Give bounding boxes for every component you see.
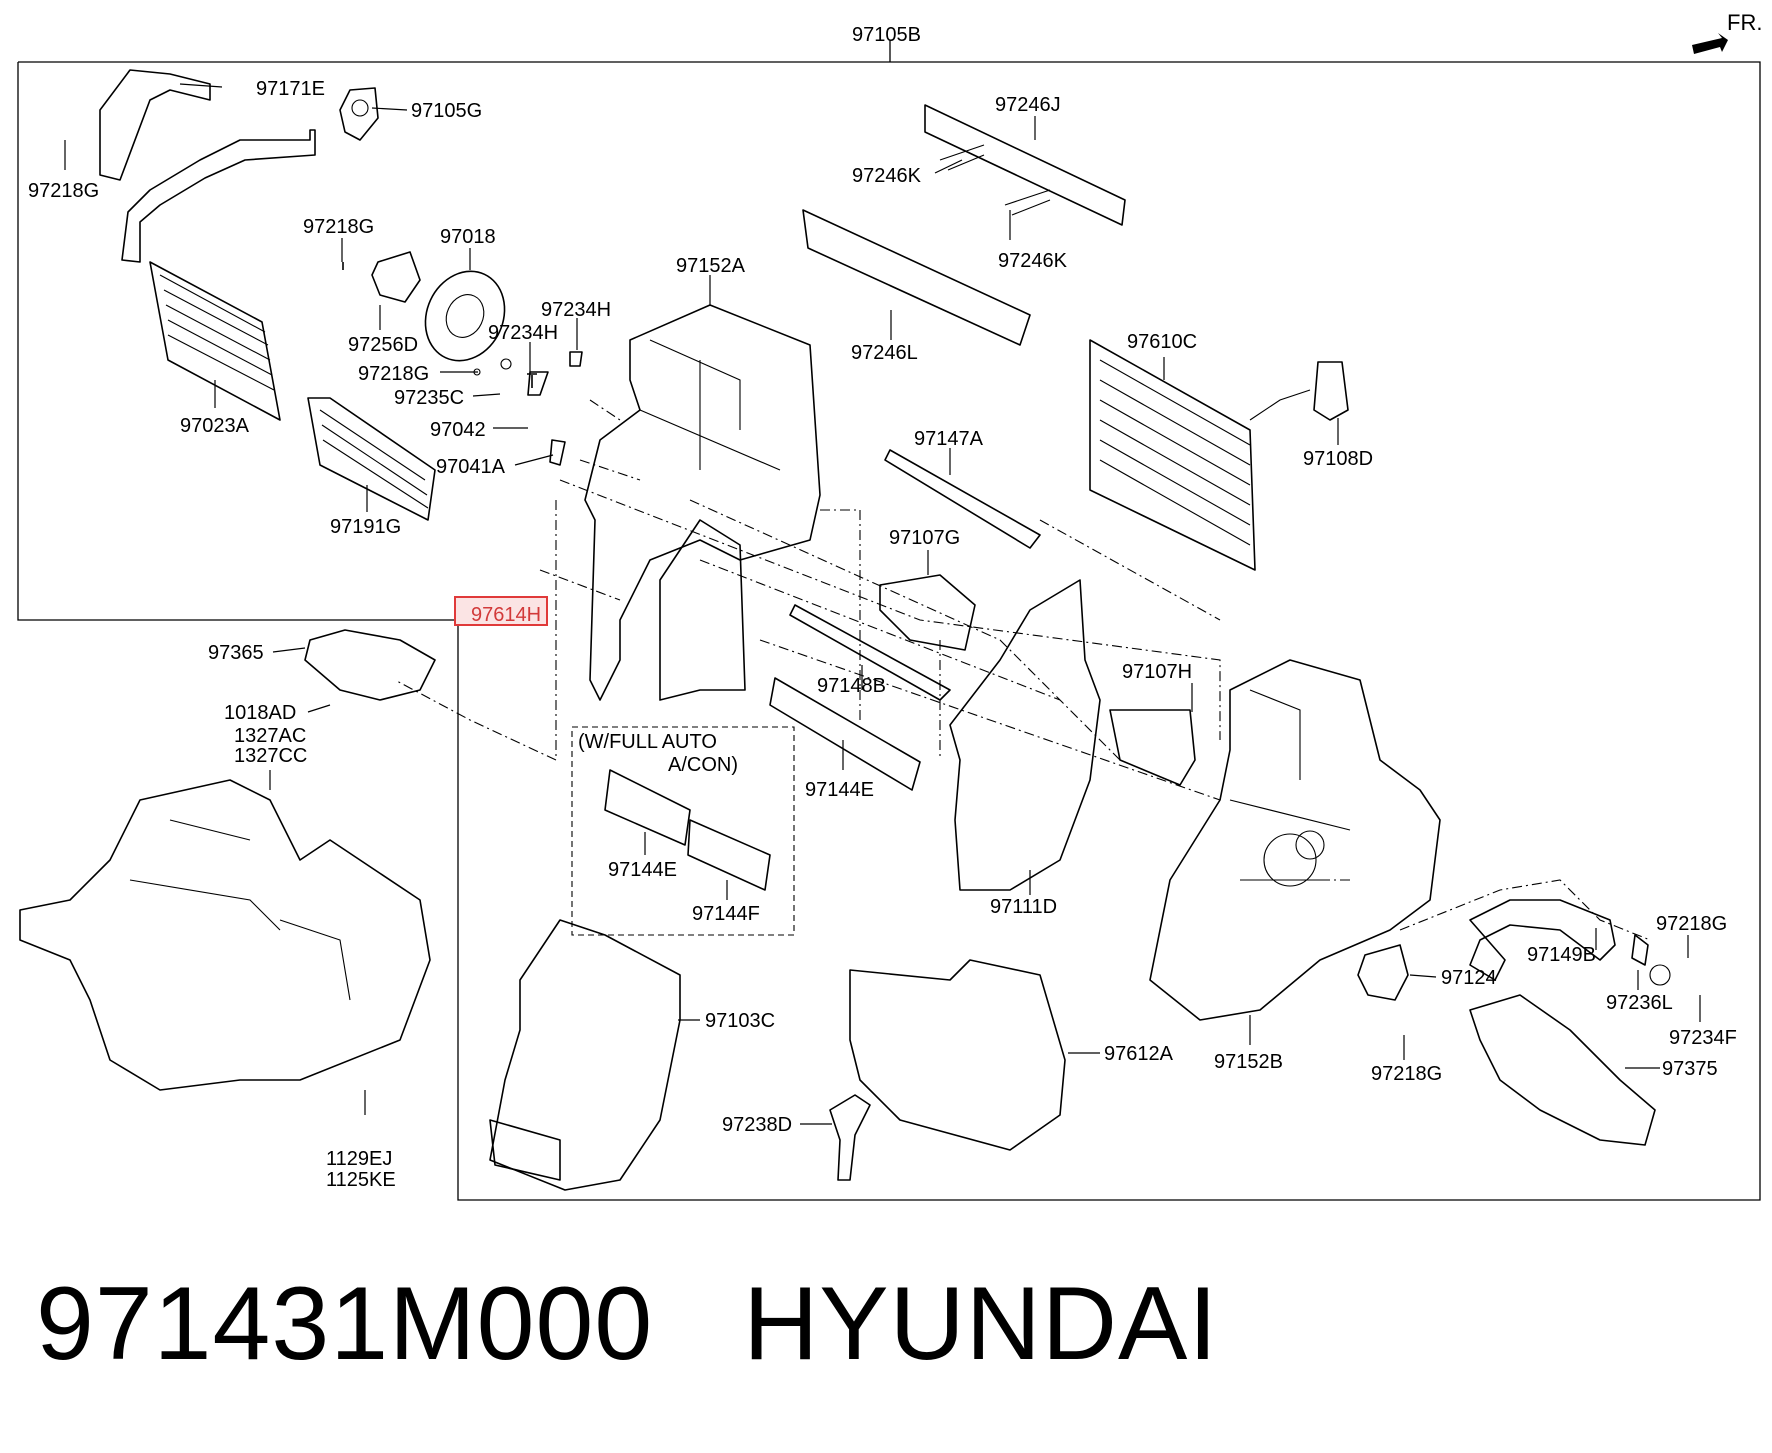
brand-name: HYUNDAI [743, 1266, 1219, 1382]
part-label: 97218G [1656, 913, 1727, 935]
heater-core-pipes [99, 69, 316, 263]
direction-label: FR. [1727, 10, 1762, 35]
lower-duct [489, 919, 681, 1191]
part-label: 97218G [358, 363, 429, 385]
part-label: 1129EJ [326, 1148, 392, 1170]
evaporator-core [1089, 339, 1256, 571]
part-label: 1018AD [224, 702, 296, 724]
part-label: 97234H [541, 299, 611, 321]
part-label: 97238D [722, 1114, 792, 1136]
part-label: 97171E [256, 78, 325, 100]
part-label: 97111D [990, 896, 1057, 918]
part-label: 97144E [805, 779, 874, 801]
parts-diagram: 97105B FR. (W/FULL AUTO A/CON) 97614H 97… [17, 10, 1762, 1201]
part-label: 97041A [436, 456, 506, 478]
small-fasteners [342, 262, 583, 466]
main-case-assembly [1149, 659, 1441, 1021]
part-label: 97612A [1104, 1043, 1174, 1065]
highlighted-part-label: 97614H [471, 604, 541, 626]
part-labels: 97105B FR. (W/FULL AUTO A/CON) 97614H 97… [28, 10, 1762, 1191]
drain-tray [829, 959, 1066, 1181]
front-direction-arrow-icon [1692, 33, 1728, 54]
part-label: 97218G [28, 180, 99, 202]
part-label: 97234H [488, 322, 558, 344]
hvac-assembly-overview [19, 779, 431, 1091]
part-label: 97365 [208, 642, 264, 664]
upper-case [584, 304, 821, 701]
part-label: 97042 [430, 419, 486, 441]
part-label: 97105G [411, 100, 482, 122]
part-label: 97246L [851, 342, 918, 364]
top-assembly-label: 97105B [852, 24, 921, 46]
part-label: 1327AC [234, 725, 306, 747]
part-label: 97149B [1527, 944, 1596, 966]
blower-duct-left [304, 629, 436, 701]
part-label: 97144F [692, 903, 760, 925]
assembly-frames [17, 40, 1761, 1201]
part-label: 97191G [330, 516, 401, 538]
clamp-seal [339, 87, 379, 141]
option-note-line2: A/CON) [668, 754, 738, 776]
part-label: 97256D [348, 334, 418, 356]
part-label: 97152B [1214, 1051, 1283, 1073]
part-label: 97144E [608, 859, 677, 881]
part-label: 97023A [180, 415, 250, 437]
part-label: 97236L [1606, 992, 1673, 1014]
part-number: 971431M000 [36, 1266, 654, 1382]
part-label: 97246K [998, 250, 1068, 272]
part-label: 1327CC [234, 745, 307, 767]
part-label: 97107H [1122, 661, 1192, 683]
part-label: 97108D [1303, 448, 1373, 470]
highlight-box [454, 596, 548, 626]
footer-caption: 971431M000 HYUNDAI [36, 1265, 1218, 1384]
leader-lines [64, 83, 1701, 1125]
duct-seals [879, 574, 1196, 786]
heater-core [149, 261, 281, 421]
part-label: 97218G [1371, 1063, 1442, 1085]
mode-door-sliders [604, 449, 1041, 891]
center-case [949, 579, 1101, 891]
part-label: 97103C [705, 1010, 775, 1032]
option-note-line1: (W/FULL AUTO [578, 731, 717, 753]
part-label: 97147A [914, 428, 984, 450]
part-label: 97246J [995, 94, 1061, 116]
part-label: 97107G [889, 527, 960, 549]
blower-motor-gear [424, 270, 506, 362]
temperature-actuator [371, 251, 421, 303]
part-label: 97375 [1662, 1058, 1718, 1080]
expansion-valve-seal [1249, 361, 1349, 421]
mode-actuator [1357, 944, 1409, 1001]
part-label: 97152A [676, 255, 746, 277]
part-label: 97234F [1669, 1027, 1737, 1049]
rear-duct [1469, 994, 1656, 1146]
part-label: 97018 [440, 226, 496, 248]
part-label: 97124 [1441, 967, 1497, 989]
part-label: 1125KE [326, 1169, 396, 1191]
aspirator-hose [1469, 899, 1671, 986]
part-label: 97218G [303, 216, 374, 238]
part-label: 97235C [394, 387, 464, 409]
part-label: 97246K [852, 165, 922, 187]
assembly-guide-lines [394, 399, 1651, 941]
cabin-air-filter [307, 397, 436, 521]
part-label: 97610C [1127, 331, 1197, 353]
evaporator-seal-frame [802, 104, 1126, 346]
part-label: 97148B [817, 675, 886, 697]
